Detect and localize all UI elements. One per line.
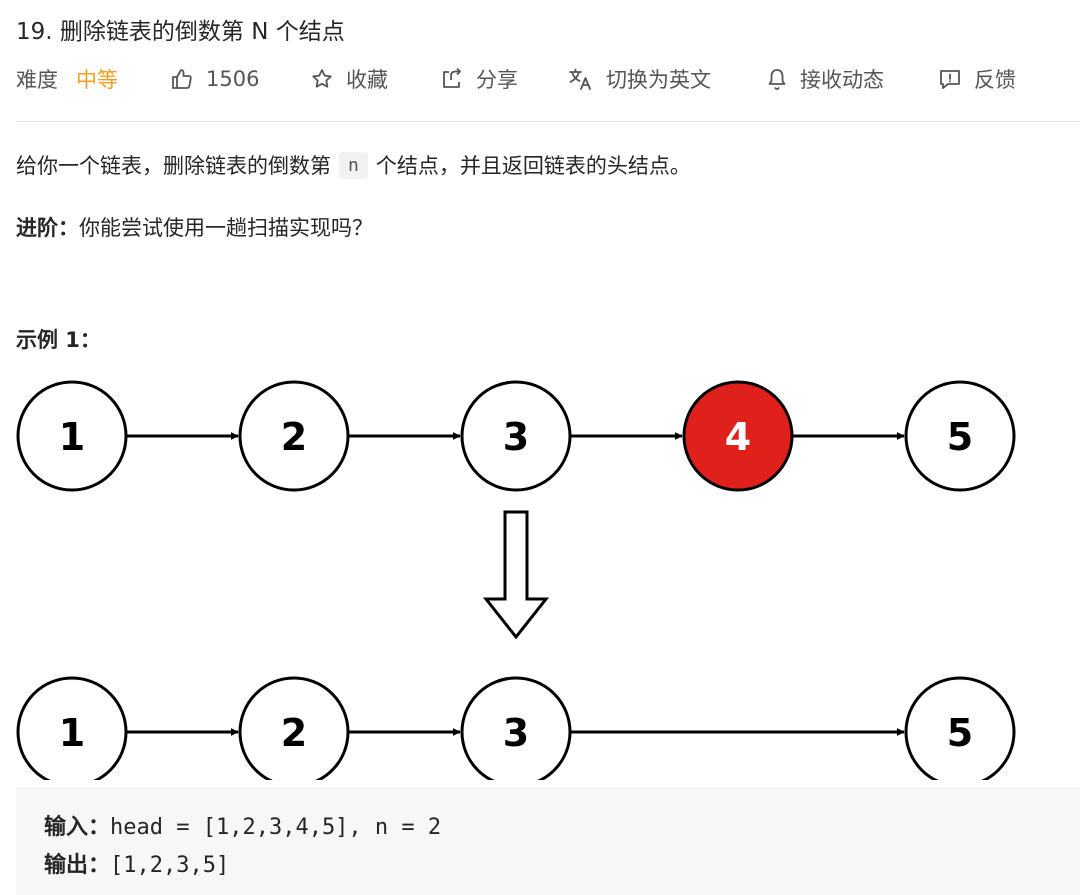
node-value: 1 xyxy=(59,711,85,755)
problem-toolbar: 难度 中等 1506 收藏 分享 xyxy=(16,62,1076,96)
example-title: 示例 1： xyxy=(16,328,101,352)
input-value: head = [1,2,3,4,5], n = 2 xyxy=(110,815,442,840)
linked-list-diagram: 1 2 3 4 5 1 2 xyxy=(16,380,1016,780)
list-node: 5 xyxy=(904,676,1016,780)
toolbar-divider xyxy=(16,121,1080,122)
output-value: [1,2,3,5] xyxy=(110,853,230,878)
node-value: 2 xyxy=(281,415,307,459)
share-label: 分享 xyxy=(476,68,518,92)
thumbs-up-icon xyxy=(172,69,192,89)
difficulty: 难度 中等 xyxy=(16,62,118,96)
star-icon xyxy=(312,69,332,88)
node-value: 5 xyxy=(947,711,973,755)
advanced-text: 你能尝试使用一趟扫描实现吗？ xyxy=(79,216,373,240)
difficulty-value: 中等 xyxy=(76,68,118,92)
input-label: 输入： xyxy=(44,815,111,840)
list-node: 5 xyxy=(904,380,1016,492)
like-button[interactable]: 1506 xyxy=(170,62,259,96)
node-value: 5 xyxy=(947,415,973,459)
list-node: 1 xyxy=(16,676,128,780)
list-node: 3 xyxy=(460,676,572,780)
favorite-button[interactable]: 收藏 xyxy=(310,62,388,96)
description-code-n: n xyxy=(339,151,368,179)
example-code-block: 输入：head = [1,2,3,4,5], n = 2 输出：[1,2,3,5… xyxy=(16,787,1080,895)
output-label: 输出： xyxy=(44,853,111,878)
favorite-label: 收藏 xyxy=(346,68,388,92)
notifications-label: 接收动态 xyxy=(800,68,884,92)
difficulty-label: 难度 xyxy=(16,68,58,92)
list-node: 3 xyxy=(460,380,572,492)
node-value: 4 xyxy=(725,415,751,459)
list-node: 1 xyxy=(16,380,128,492)
feedback-icon xyxy=(940,70,960,89)
list-node: 2 xyxy=(238,676,350,780)
node-value: 1 xyxy=(59,415,85,459)
feedback-label: 反馈 xyxy=(974,68,1016,92)
switch-language-label: 切换为英文 xyxy=(606,68,711,92)
node-value: 3 xyxy=(503,415,529,459)
feedback-button[interactable]: 反馈 xyxy=(938,62,1016,96)
transform-arrow xyxy=(482,510,550,640)
node-value: 2 xyxy=(281,711,307,755)
advanced-note: 进阶：你能尝试使用一趟扫描实现吗？ xyxy=(16,212,373,242)
problem-description: 给你一个链表，删除链表的倒数第 n 个结点，并且返回链表的头结点。 xyxy=(16,150,691,180)
list-node: 2 xyxy=(238,380,350,492)
likes-count: 1506 xyxy=(206,67,260,91)
removed-list-node: 4 xyxy=(682,380,794,492)
problem-title: 19. 删除链表的倒数第 N 个结点 xyxy=(16,19,345,45)
share-icon xyxy=(443,67,461,88)
description-part1: 给你一个链表，删除链表的倒数第 xyxy=(16,154,331,178)
node-value: 3 xyxy=(503,711,529,755)
bell-icon xyxy=(768,69,786,90)
notifications-button[interactable]: 接收动态 xyxy=(766,62,884,96)
description-part2: 个结点，并且返回链表的头结点。 xyxy=(375,154,691,178)
advanced-label: 进阶： xyxy=(16,216,79,240)
switch-language-button[interactable]: 切换为英文 xyxy=(568,62,711,96)
translate-icon xyxy=(569,68,591,90)
example-output: 输出：[1,2,3,5] xyxy=(44,847,229,879)
example-input: 输入：head = [1,2,3,4,5], n = 2 xyxy=(44,809,441,841)
share-button[interactable]: 分享 xyxy=(440,62,518,96)
